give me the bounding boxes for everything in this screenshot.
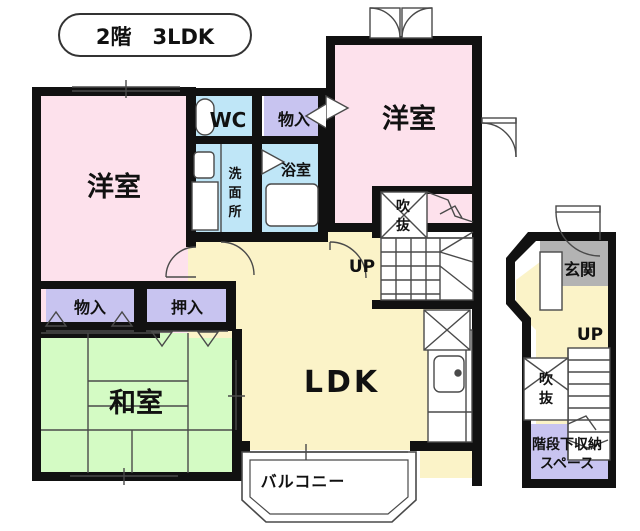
bedroom-north-door-right xyxy=(481,117,517,158)
washing-machine-icon xyxy=(191,181,219,231)
door-washbasin xyxy=(220,241,255,276)
title-badge: 2階 3LDK xyxy=(58,13,252,57)
label-bedroom-north: 洋室 xyxy=(382,103,436,135)
fill-washitsu xyxy=(40,333,234,473)
fill-oshiire xyxy=(146,288,228,324)
wall-bn-right xyxy=(472,36,482,232)
label-washbasin-3: 所 xyxy=(228,204,241,220)
label-stair-up-entry: UP xyxy=(577,325,603,345)
wall-stair-right xyxy=(472,186,482,309)
label-bathroom: 浴室 xyxy=(281,161,311,179)
room-labels: 洋室 洋室 LDK 和室 WC 洗 面 所 浴室 物入 物入 押入 玄関 バルコ… xyxy=(74,103,603,491)
label-toilet: WC xyxy=(210,108,247,132)
wall-bw-right xyxy=(186,87,196,247)
wall-ldk-bottom-right xyxy=(410,441,482,451)
wall-wa-left xyxy=(32,329,41,481)
wall-bn-top xyxy=(326,36,482,45)
label-washbasin-2: 面 xyxy=(228,186,241,201)
wall-water-right xyxy=(318,88,328,242)
title-badge-label: 2階 3LDK xyxy=(96,25,215,49)
wall-water-mid-v xyxy=(252,88,262,236)
wall-closet-divider xyxy=(134,281,147,331)
label-stair-up-main: UP xyxy=(349,257,375,277)
wall-stair-top xyxy=(372,186,482,194)
label-bedroom-west: 洋室 xyxy=(87,171,141,203)
label-washitsu: 和室 xyxy=(109,387,163,419)
wall-bw-left xyxy=(32,87,41,347)
bedroom-north-balcony-doors xyxy=(369,7,433,39)
label-oshiire: 押入 xyxy=(171,298,203,317)
wall-bn-left xyxy=(326,36,335,232)
label-understair-1: 階段下収納 xyxy=(532,436,602,453)
wall-closet-right xyxy=(226,281,236,331)
wall-ldk-right xyxy=(472,300,482,486)
balcony-outline xyxy=(241,444,417,523)
label-void-upper-2: 抜 xyxy=(396,217,411,234)
stove-icon xyxy=(423,309,471,351)
stair-entry xyxy=(567,347,611,461)
closet-door-marker-b xyxy=(196,331,220,348)
wall-wc-bottom xyxy=(186,136,256,144)
vent-marker-b xyxy=(110,310,134,327)
title-badge-pill xyxy=(58,13,252,57)
wall-wa-right xyxy=(232,329,242,479)
stair-main xyxy=(380,191,474,301)
entrance-door xyxy=(555,205,601,257)
label-ldk: LDK xyxy=(304,365,380,400)
label-washbasin-1: 洗 xyxy=(228,166,241,182)
vent-marker-a xyxy=(44,310,68,327)
detail-lines xyxy=(41,7,611,523)
wall-water-bottom xyxy=(186,232,328,242)
wall-stair-bottom xyxy=(372,300,482,309)
closet-door-marker-a xyxy=(150,331,174,348)
label-understair-2: スペース xyxy=(540,456,594,472)
label-closet-west: 物入 xyxy=(74,298,106,317)
label-closet-north: 物入 xyxy=(278,110,310,129)
bedroom-north-door-left xyxy=(304,103,327,129)
label-void-lower-2: 抜 xyxy=(539,390,554,407)
wall-bath-top xyxy=(258,136,326,144)
label-entrance: 玄関 xyxy=(564,260,596,279)
label-void-lower-1: 吹 xyxy=(539,371,554,388)
label-balcony: バルコニー xyxy=(261,472,346,491)
door-corridor-ldk xyxy=(329,241,367,279)
label-void-upper-1: 吹 xyxy=(396,198,411,215)
washbasin-sink-icon xyxy=(193,151,215,179)
toilet-fixture-icon xyxy=(195,98,215,136)
bathtub-icon xyxy=(265,183,319,227)
bathroom-door-icon xyxy=(261,148,286,176)
shoe-cabinet-icon xyxy=(539,251,563,311)
wall-stair-left xyxy=(372,186,381,238)
void-lower-cross xyxy=(523,357,569,421)
door-bedroom-west-ldk xyxy=(165,246,197,278)
